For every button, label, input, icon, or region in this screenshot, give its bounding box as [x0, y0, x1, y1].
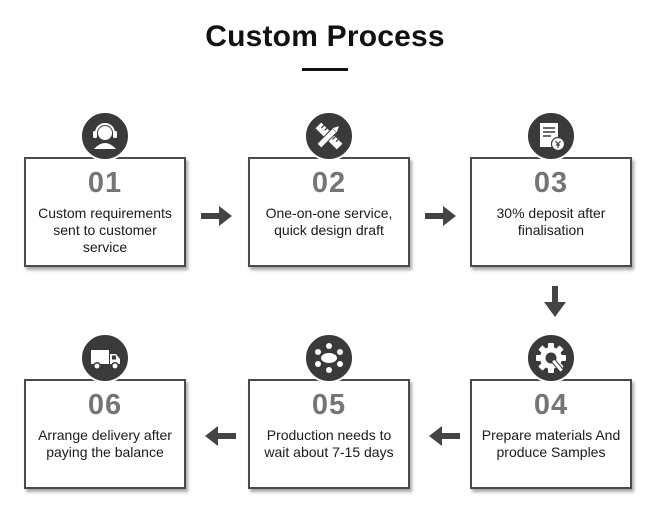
- team-meeting-icon: [304, 333, 354, 383]
- step-05-box: 05 Production needs to wait about 7-15 d…: [248, 379, 410, 489]
- step-04-box: 04 Prepare materials And produce Samples: [470, 379, 632, 489]
- step-text: Custom requirements sent to customer ser…: [38, 205, 172, 255]
- step-text: Arrange delivery after paying the balanc…: [38, 427, 172, 460]
- step-number: 01: [87, 167, 123, 199]
- page-title: Custom Process: [205, 20, 445, 53]
- step-text: 30% deposit after finalisation: [496, 205, 606, 238]
- arrow-left-icon: [429, 426, 460, 446]
- step-number: 03: [533, 167, 569, 199]
- step-03-box: 03 30% deposit after finalisation: [470, 157, 632, 267]
- arrow-left-icon: [205, 426, 236, 446]
- invoice-yen-icon: [526, 111, 576, 161]
- step-text: Prepare materials And produce Samples: [481, 427, 621, 460]
- pencil-ruler-icon: [304, 111, 354, 161]
- step-number: 02: [311, 167, 347, 199]
- gear-wrench-icon: [526, 333, 576, 383]
- customer-service-headset-icon: [80, 111, 130, 161]
- step-number: 06: [87, 389, 123, 421]
- step-text: One-on-one service, quick design draft: [265, 205, 393, 238]
- step-text: Production needs to wait about 7-15 days: [264, 427, 394, 460]
- step-number: 04: [533, 389, 569, 421]
- arrow-right-icon: [201, 206, 232, 226]
- step-02-box: 02 One-on-one service, quick design draf…: [248, 157, 410, 267]
- step-number: 05: [311, 389, 347, 421]
- step-01-box: 01 Custom requirements sent to customer …: [24, 157, 186, 267]
- arrow-right-icon: [425, 206, 456, 226]
- title-underline: [302, 68, 348, 71]
- step-06-box: 06 Arrange delivery after paying the bal…: [24, 379, 186, 489]
- arrow-down-icon: [544, 286, 566, 317]
- delivery-truck-icon: [80, 333, 130, 383]
